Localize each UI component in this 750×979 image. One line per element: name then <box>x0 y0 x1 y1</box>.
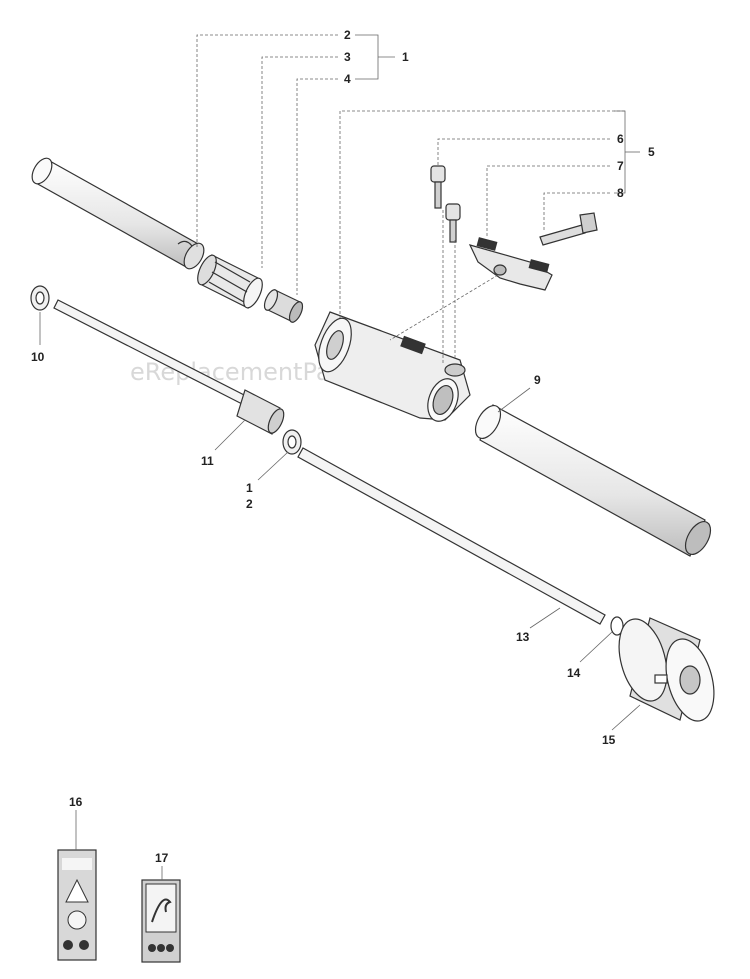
callout-2-mid: 2 <box>246 497 253 511</box>
part-drive-shaft-upper <box>53 299 285 435</box>
part-warning-decal <box>57 849 97 961</box>
callout-1-top: 1 <box>402 50 409 64</box>
part-bushing <box>263 289 304 323</box>
callout-7: 7 <box>617 159 624 173</box>
part-screws <box>430 165 461 243</box>
callout-11: 11 <box>201 454 214 468</box>
part-upper-tube <box>31 157 205 270</box>
callout-8: 8 <box>617 186 624 200</box>
part-washer-middle <box>282 429 302 455</box>
part-lower-tube <box>474 404 712 557</box>
part-clamp-lever <box>468 237 553 291</box>
leader-lines <box>39 34 641 880</box>
callout-9: 9 <box>534 373 541 387</box>
part-clutch-drum <box>618 617 715 722</box>
part-o-ring <box>610 616 624 636</box>
callout-4: 4 <box>344 72 351 86</box>
callout-5: 5 <box>648 145 655 159</box>
callout-6: 6 <box>617 132 624 146</box>
callout-numbers: 2 3 1 4 6 7 8 5 10 9 11 1 2 13 14 15 16 … <box>31 28 655 865</box>
callout-15: 15 <box>602 733 616 747</box>
callout-16: 16 <box>69 795 83 809</box>
callout-10: 10 <box>31 350 45 364</box>
callout-3: 3 <box>344 50 351 64</box>
part-washer-left <box>30 285 50 311</box>
callout-1-mid: 1 <box>246 481 253 495</box>
part-needle-bearing <box>197 254 263 309</box>
callout-17: 17 <box>155 851 169 865</box>
callout-13: 13 <box>516 630 530 644</box>
callout-14: 14 <box>567 666 581 680</box>
part-drive-shaft-lower <box>297 447 606 625</box>
part-bolt <box>539 212 598 246</box>
part-clamp-housing <box>314 311 471 422</box>
part-logo-decal <box>141 879 181 963</box>
callout-2-top: 2 <box>344 28 351 42</box>
